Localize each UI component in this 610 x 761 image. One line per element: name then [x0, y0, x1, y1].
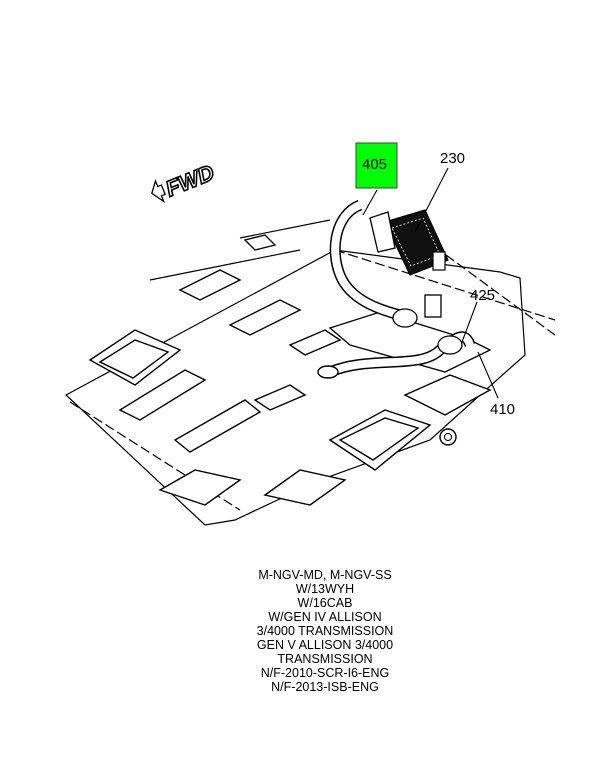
callout-230[interactable]: 230	[440, 150, 465, 167]
caption-line: W/13WYH	[295, 582, 355, 596]
floor-pads	[263, 374, 492, 506]
caption-line: N/F-2010-SCR-I6-ENG	[260, 666, 390, 680]
caption-line: TRANSMISSION	[277, 652, 373, 666]
caption-line: W/16CAB	[297, 596, 353, 610]
caption-line: 3/4000 TRANSMISSION	[256, 624, 394, 638]
callout-425[interactable]: 425	[470, 287, 495, 304]
callout-410[interactable]: 410	[490, 401, 515, 418]
callout-405[interactable]: 405	[362, 156, 387, 173]
floor-ribs	[88, 234, 342, 506]
caption-line: M-NGV-MD, M-NGV-SS	[258, 568, 392, 582]
caption-line: W/GEN IV ALLISON	[268, 610, 382, 624]
fwd-label: FWD	[162, 160, 218, 202]
forward-arrow-icon	[151, 179, 167, 204]
caption-line: N/F-2013-ISB-ENG	[271, 680, 379, 694]
control-module	[369, 209, 449, 276]
forward-direction-indicator: FWD	[151, 159, 219, 204]
harness-connectors	[392, 294, 463, 355]
leader-lines	[362, 167, 499, 399]
wiring-harness	[317, 199, 476, 379]
grommet	[439, 428, 457, 446]
parts-diagram: FWD	[64, 142, 556, 526]
applicability-caption: M-NGV-MD, M-NGV-SS W/13WYH W/16CAB W/GEN…	[205, 568, 445, 694]
callout-405-highlight[interactable]	[355, 142, 398, 189]
caption-line: GEN V ALLISON 3/4000	[256, 638, 394, 652]
